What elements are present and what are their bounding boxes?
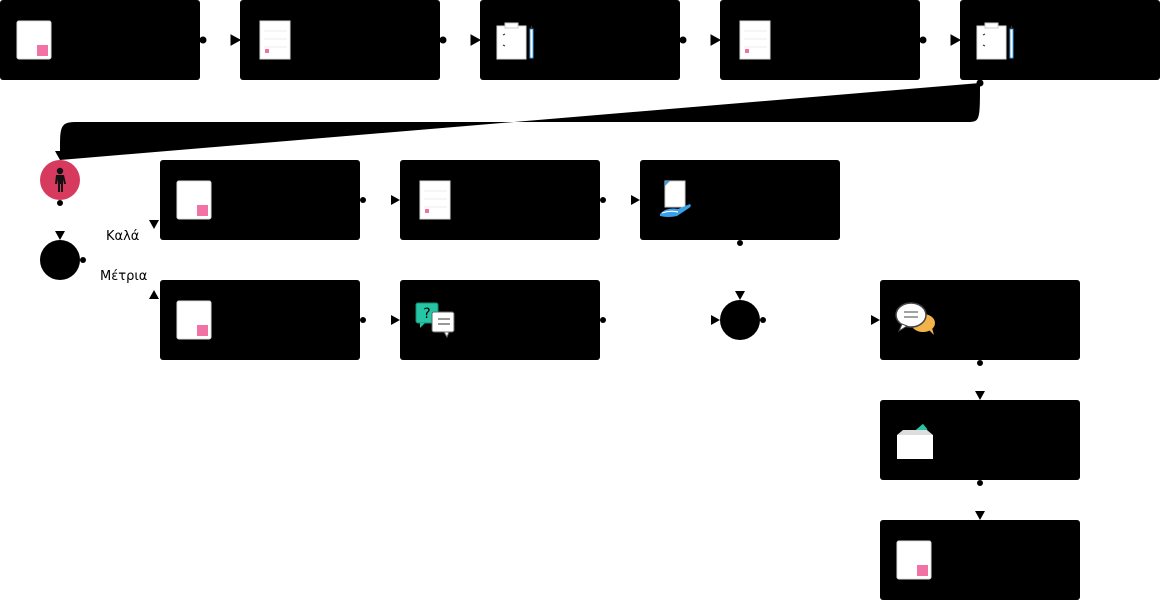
flow-step-good-1[interactable]: [160, 160, 360, 240]
flow-step-final-1[interactable]: [880, 280, 1080, 360]
flow-step-final-2[interactable]: [880, 400, 1080, 480]
row2-connectors: [360, 195, 745, 300]
merge-node[interactable]: [720, 300, 760, 340]
start-person-node[interactable]: [40, 151, 80, 200]
flow-step-3[interactable]: [480, 0, 680, 80]
decision-node[interactable]: [40, 240, 80, 280]
edge-label-good: Καλά: [106, 229, 139, 244]
connector-dot: [57, 200, 63, 206]
flow-step-5[interactable]: [960, 0, 1160, 80]
connector-arrow: [149, 220, 159, 229]
flow-step-good-2[interactable]: [400, 160, 600, 240]
form-document-icon: [739, 20, 771, 60]
document-pink-icon: [16, 20, 52, 60]
flow-step-medium-2[interactable]: [400, 280, 600, 360]
connector-arrow: [149, 290, 159, 299]
flow-step-final-3[interactable]: [880, 520, 1080, 600]
row1-connectors: [199, 34, 984, 87]
final-connectors: [975, 360, 985, 520]
flow-step-2[interactable]: [240, 0, 440, 80]
document-pink-icon: [176, 300, 212, 340]
flow-step-4[interactable]: [720, 0, 920, 80]
flow-step-medium-1[interactable]: [160, 280, 360, 360]
form-document-icon: [259, 20, 291, 60]
return-connector: [60, 83, 980, 160]
document-pink-icon: [176, 180, 212, 220]
connector-arrow: [55, 231, 65, 240]
flow-step-good-3[interactable]: [640, 160, 840, 240]
edge-label-medium: Μέτρια: [100, 269, 147, 284]
flow-step-1[interactable]: [0, 0, 200, 80]
form-document-icon: [419, 180, 451, 220]
connector-dot: [80, 257, 86, 263]
row3-connectors: [360, 315, 880, 325]
document-pink-icon: [896, 540, 932, 580]
